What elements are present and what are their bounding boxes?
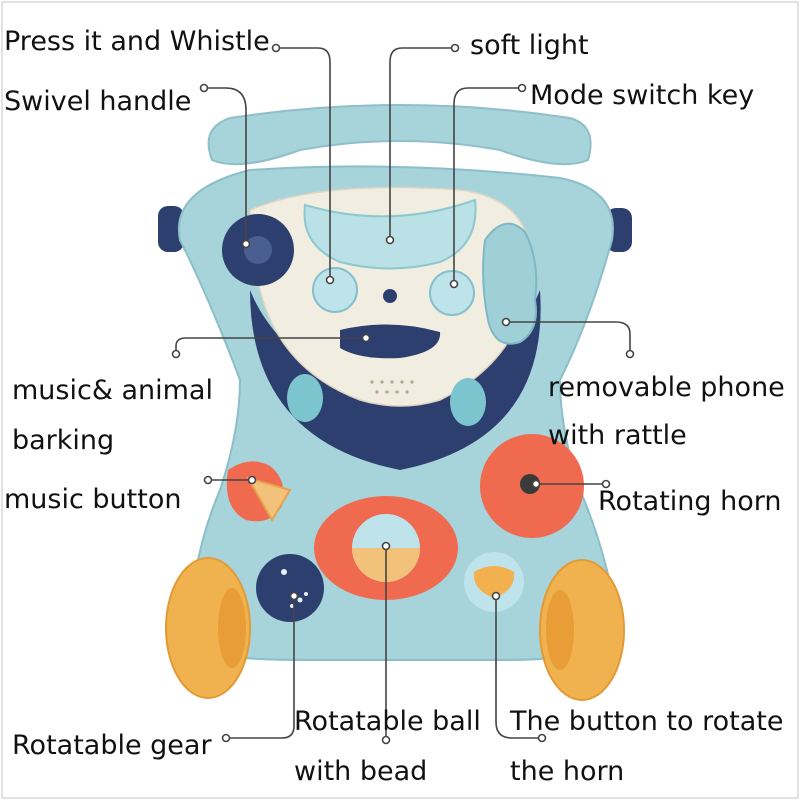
left-side-knob [158,206,184,252]
leader-dots [171,43,635,745]
label-swivel-handle: Swivel handle [4,86,192,117]
label-music-animal-line2: barking [12,425,115,456]
leader-gear [228,598,295,739]
label-ball-line2: with bead [294,756,428,787]
mode-switch-key [429,270,475,316]
leader-rotate-button [495,598,540,739]
label-phone-line2: with rattle [548,420,687,451]
label-rotatable-gear: Rotatable gear [12,730,212,761]
leader-mode [453,87,520,282]
swivel-handle-cap [244,236,272,264]
label-rotate-button-line2: the horn [510,756,625,787]
label-press-whistle: Press it and Whistle [4,26,270,57]
label-mode-switch-key: Mode switch key [530,80,755,111]
leader-swivel [206,87,247,240]
rotatable-gear [256,554,324,622]
left-bump [287,374,323,422]
label-soft-light: soft light [470,30,589,61]
label-rotate-button-line1: The button to rotate [510,706,784,737]
leader-lines [175,47,631,739]
removable-phone [482,222,538,345]
leader-music-animal [175,337,364,352]
label-rotating-horn: Rotating horn [598,486,782,517]
left-wheel-hub [218,588,246,668]
right-wheel-hub [546,590,574,670]
rotate-horn-button [473,566,515,598]
music-button-triangle [245,476,292,522]
music-animal-button [340,324,441,359]
right-bump [450,378,486,426]
rotating-horn-center [520,474,540,494]
leader-whistle [276,47,331,278]
leader-soft-light [389,47,455,238]
leader-phone [508,321,631,352]
gear-sparkles [281,569,308,608]
handle-bar [207,104,592,166]
center-sensor [383,289,397,303]
whistle-button [312,267,358,313]
label-music-button: music button [4,484,182,515]
speaker-grille [370,380,414,394]
label-ball-line1: Rotatable ball [294,706,481,737]
label-music-animal-line1: music& animal [12,375,213,406]
label-phone-line1: removable phone [548,372,785,403]
